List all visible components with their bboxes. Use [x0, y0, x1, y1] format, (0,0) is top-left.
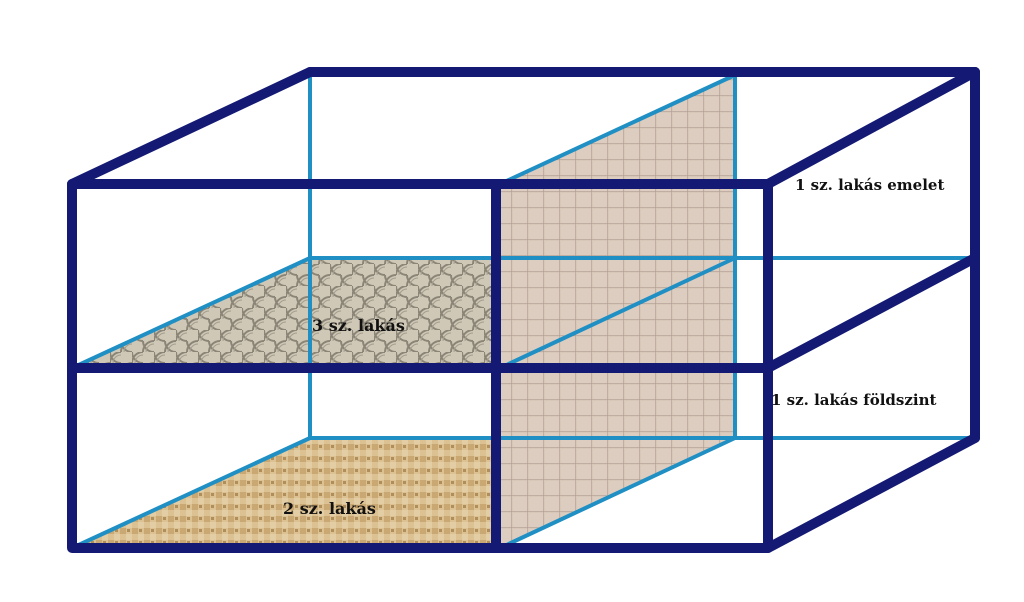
- lower-floor-unit2: [72, 438, 500, 548]
- label-unit2: 2 sz. lakás: [283, 499, 376, 518]
- label-unit1-upper: 1 sz. lakás emelet: [795, 176, 944, 194]
- label-unit1-ground: 1 sz. lakás földszint: [771, 391, 936, 409]
- front-frame: [67, 67, 980, 553]
- upper-floor-unit3: [72, 258, 500, 368]
- label-unit3: 3 sz. lakás: [312, 316, 405, 335]
- back-frame: [70, 70, 977, 550]
